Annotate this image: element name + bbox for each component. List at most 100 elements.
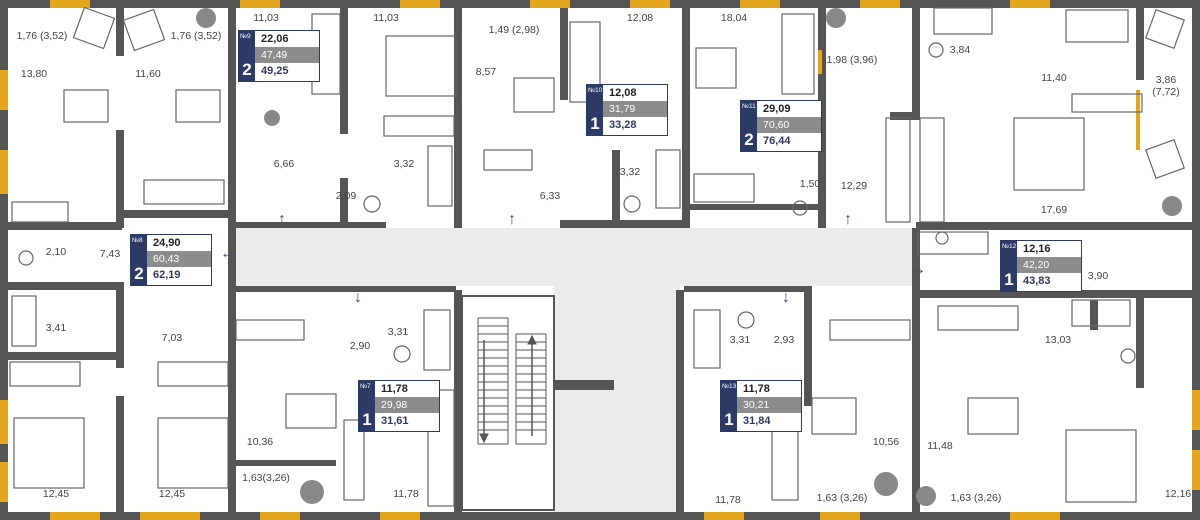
room-label: 6,66 <box>273 158 295 170</box>
room-label: 3,32 <box>393 158 415 170</box>
plants <box>196 8 1182 506</box>
apartment-number: №7 <box>360 383 371 390</box>
arrow-right-icon: → <box>910 261 926 278</box>
room-label: 3,86 (7,72) <box>1152 74 1180 98</box>
room-label: 11,03 <box>373 12 399 24</box>
room-label: 17,69 <box>1040 204 1068 216</box>
total-area: 42,20 <box>1017 257 1081 273</box>
full-area: 31,84 <box>743 415 771 427</box>
room-label: 3,31 <box>729 334 751 346</box>
full-area: 33,28 <box>609 119 637 131</box>
room-label: 13,80 <box>20 68 48 80</box>
room-label: 3,84 <box>949 44 971 56</box>
living-area: 29,09 <box>763 103 791 115</box>
total-area: 30,21 <box>737 397 801 413</box>
room-label: 11,48 <box>927 440 953 452</box>
full-area: 31,61 <box>381 415 409 427</box>
arrow-up-icon: ↑ <box>508 211 516 228</box>
room-label: 3,90 <box>1087 270 1109 282</box>
room-label: 2,09 <box>335 190 357 202</box>
full-area: 76,44 <box>763 135 791 147</box>
apartment-number: №8 <box>132 237 143 244</box>
total-area: 31,79 <box>603 101 667 117</box>
room-label: 10,36 <box>246 436 274 448</box>
living-area: 12,16 <box>1023 243 1051 255</box>
apartment-number: №11 <box>742 103 756 110</box>
room-count: 1 <box>724 410 734 429</box>
total-area: 70,60 <box>757 117 821 133</box>
room-count: 1 <box>1004 270 1014 289</box>
room-label: 3,41 <box>45 322 67 334</box>
full-area: 43,83 <box>1023 275 1051 287</box>
arrow-up-icon: ↑ <box>278 211 286 228</box>
room-label: 7,03 <box>161 332 183 344</box>
room-count: 1 <box>362 410 372 429</box>
apartment-number: №13 <box>722 383 737 390</box>
full-area: 49,25 <box>261 65 289 77</box>
total-area: 60,43 <box>147 251 211 267</box>
room-label: 1,98 (3,96) <box>826 54 878 66</box>
arrow-left-icon: ← <box>220 245 236 262</box>
room-count: 1 <box>590 114 600 133</box>
room-label: 6,33 <box>539 190 561 202</box>
room-count: 2 <box>242 60 252 79</box>
corridor <box>236 228 914 286</box>
living-area: 24,90 <box>153 237 181 249</box>
living-area: 11,78 <box>381 383 408 395</box>
room-label: 12,29 <box>840 180 868 192</box>
apartment-card-12[interactable]: №12 1 12,16 42,20 43,83 <box>1000 240 1082 292</box>
fixtures <box>9 6 1185 507</box>
arrow-down-icon: ↓ <box>354 289 362 306</box>
total-area: 47,49 <box>255 47 319 63</box>
arrow-up-icon: ↑ <box>844 211 852 228</box>
apartment-card-9[interactable]: №9 2 22,06 47,49 49,25 <box>238 30 320 82</box>
corridor-stair-hall <box>554 286 680 512</box>
apartment-card-13[interactable]: №13 1 11,78 30,21 31,84 <box>720 380 802 432</box>
room-label: 1,63 (3,26) <box>950 492 1002 504</box>
room-label: 3,31 <box>387 326 409 338</box>
room-label: 12,45 <box>158 488 186 500</box>
room-count: 2 <box>134 264 144 283</box>
room-label: 1,63 (3,26) <box>816 492 868 504</box>
room-label: 1,50 <box>799 178 821 190</box>
room-label: 8,57 <box>475 66 497 78</box>
room-label: 11,78 <box>715 494 741 506</box>
living-area: 11,78 <box>743 383 770 395</box>
room-label: 3,32 <box>619 166 641 178</box>
room-label: 12,08 <box>626 12 654 24</box>
room-label: 1,76 (3,52) <box>170 30 222 42</box>
full-area: 62,19 <box>153 269 181 281</box>
room-label: 2,90 <box>349 340 371 352</box>
apartment-card-11[interactable]: №11 2 29,09 70,60 76,44 <box>740 100 822 152</box>
living-area: 12,08 <box>609 87 637 99</box>
room-label: 18,04 <box>720 12 748 24</box>
room-label: 11,78 <box>393 488 419 500</box>
apartment-card-8[interactable]: №8 2 24,90 60,43 62,19 <box>130 234 212 286</box>
apartment-number: №12 <box>1002 243 1017 250</box>
room-label: 12,16 <box>1164 488 1192 500</box>
room-count: 2 <box>744 130 754 149</box>
room-label: 7,43 <box>99 248 121 260</box>
room-label: 11,03 <box>253 12 279 24</box>
staircase <box>461 295 614 511</box>
room-label: 2,93 <box>773 334 795 346</box>
room-label: 10,56 <box>872 436 900 448</box>
room-label: 11,40 <box>1041 72 1067 84</box>
room-label: 1,63(3,26) <box>242 472 290 484</box>
apartment-number: №9 <box>240 33 251 40</box>
room-label: 13,03 <box>1044 334 1072 346</box>
arrow-down-icon: ↓ <box>782 289 790 306</box>
room-label: 1,49 (2,98) <box>488 24 540 36</box>
apartment-card-10[interactable]: №10 1 12,08 31,79 33,28 <box>586 84 668 136</box>
room-label: 1,76 (3,52) <box>16 30 68 42</box>
room-label: 11,60 <box>135 68 161 80</box>
living-area: 22,06 <box>261 33 289 45</box>
room-label: 2,10 <box>45 246 67 258</box>
room-label: 12,45 <box>42 488 70 500</box>
apartment-number: №10 <box>588 87 603 94</box>
